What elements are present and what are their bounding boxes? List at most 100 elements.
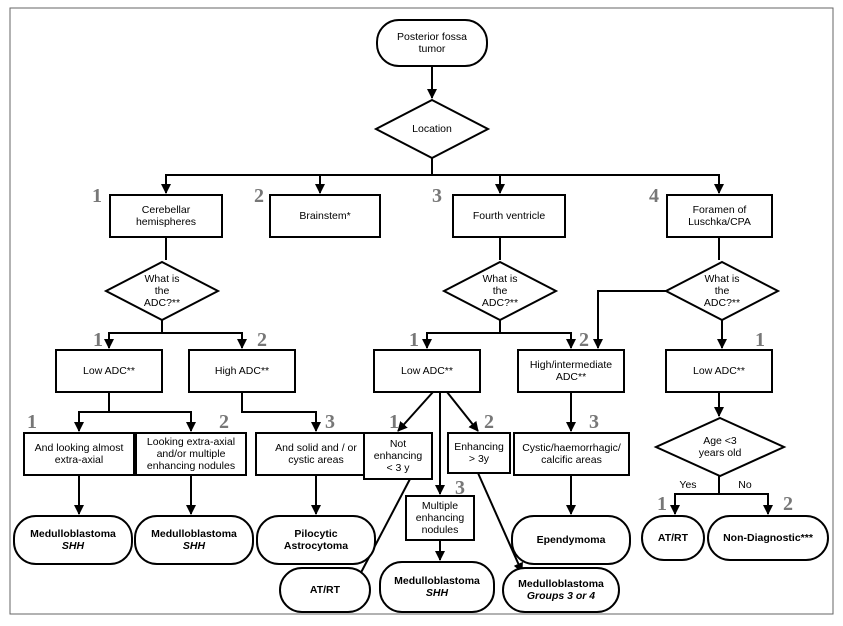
node-text-nondiag: Non-Diagnostic*** [723,532,814,544]
node-text-adc3: ADC?** [482,297,518,309]
terminal-atrt2 [641,515,705,561]
terminal-start [376,19,488,67]
node-cystic: Cystic/haemorrhagic/calcific areas [513,432,630,476]
connector-19 [446,391,479,432]
node-fourth: Fourth ventricle [452,194,566,238]
terminal-ependymoma [511,515,631,565]
node-location: Location [373,98,491,160]
connector-27 [477,472,523,573]
connector-14 [74,392,110,432]
node-low4: Low ADC** [665,349,773,393]
node-text-start: Posterior fossa [397,31,467,43]
node-text-fourth: Fourth ventricle [473,210,546,222]
connector-3 [432,174,505,194]
outer-frame [9,7,834,615]
node-nondiag: Non-Diagnostic*** [707,515,829,561]
node-text-mb_shh2: Medulloblastoma [151,528,237,540]
node-text-atrt1: AT/RT [310,584,341,596]
node-text-highint3: ADC** [556,371,586,383]
node-text-pilocytic: Astrocytoma [284,540,348,552]
connector-16 [241,392,321,432]
node-text-cystic: Cystic/haemorrhagic/ [522,442,621,454]
box-high1 [188,349,296,393]
nodes: Posterior fossatumorLocationCerebellarhe… [13,19,829,613]
decision-age [653,416,787,478]
node-text-foramen: Luschka/CPA [688,216,751,228]
node-text-adc4: the [715,285,730,297]
branch-number-n_high1: 2 [257,329,267,351]
node-text-multinod: Multiple [422,500,458,512]
node-enh: Enhancing> 3y [447,432,511,474]
branch-number-n_fourth: 3 [432,185,442,207]
node-text-multinod: nodules [422,524,459,536]
terminal-nondiag [707,515,829,561]
node-text-cerebellar: Cerebellar [142,204,191,216]
decision-adc3 [441,260,559,322]
branch-number-n_cystic: 3 [589,411,599,433]
node-text-solid: And solid and / or [275,442,357,454]
node-text-atrt2: AT/RT [658,532,689,544]
node-text-enh: > 3y [469,453,490,465]
node-text-pilocytic: Pilocytic [294,528,337,540]
box-nodules1 [135,432,247,476]
node-text-high1: High ADC** [215,365,269,377]
decision-adc1 [103,260,221,322]
branch-number-n_low3: 1 [409,329,419,351]
box-cystic [513,432,630,476]
node-text-mb_shh1: SHH [62,540,85,552]
box-low4 [665,349,773,393]
box-foramen [666,194,773,238]
node-text-adc3: the [493,285,508,297]
node-text-mb_g34: Groups 3 or 4 [527,590,595,602]
node-text-mb_g34: Medulloblastoma [518,578,604,590]
node-text-mb_shh2: SHH [183,540,206,552]
node-text-notenh: Not [390,438,406,450]
node-low1: Low ADC** [55,349,163,393]
node-text-cerebellar: hemispheres [136,216,196,228]
node-text-low4: Low ADC** [693,365,745,377]
node-text-mb_shh1: Medulloblastoma [30,528,116,540]
connector-11 [500,332,576,349]
branch-number-n_highint3: 2 [579,329,589,351]
node-atrt2: AT/RT [641,515,705,561]
box-fourth [452,194,566,238]
node-brainstem: Brainstem* [269,194,381,238]
branch-number-n_foramen: 4 [649,185,659,207]
branch-number-n_extra: 1 [27,411,37,433]
connector-17 [397,391,434,432]
connector-4 [500,174,724,194]
node-text-extraaxial: extra-axial [55,454,103,466]
branch-number-n_solid: 3 [325,411,335,433]
node-text-age: years old [699,447,742,459]
node-text-start: tumor [419,43,446,55]
node-text-foramen: Foramen of [693,204,747,216]
node-text-brainstem: Brainstem* [299,210,350,222]
node-text-adc1: ADC?** [144,297,180,309]
decision-adc4 [663,260,781,322]
node-text-multinod: enhancing [416,512,465,524]
node-ependymoma: Ependymoma [511,515,631,565]
branch-number-n_atrt2: 1 [657,493,667,515]
decision-location [373,98,491,160]
terminal-mb_shh1 [13,515,133,565]
branch-number-n_enh: 2 [484,411,494,433]
box-notenh [363,432,433,480]
node-text-nodules1: Looking extra-axial [147,436,235,448]
